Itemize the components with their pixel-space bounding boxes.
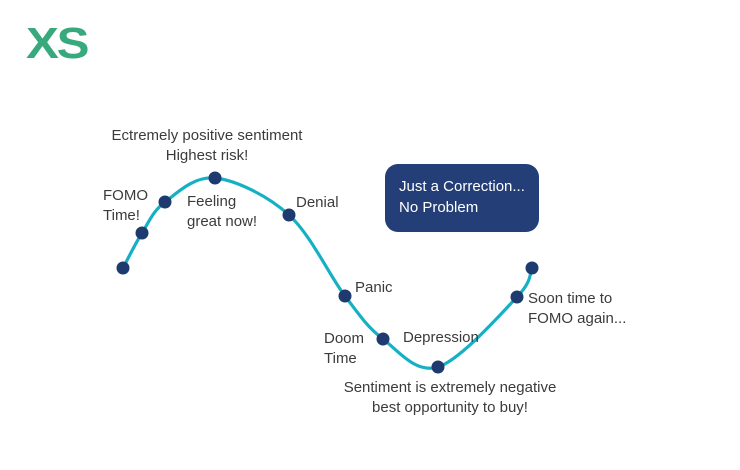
sentiment-point-dot [116,261,130,275]
label-feeling-great-now: Feeling great now! [187,193,258,230]
sentiment-point-dot [431,360,445,374]
label-fomo-time: FOMO Time! [103,187,148,224]
sentiment-point-dot [510,290,524,304]
label-extreme-negative-sentiment: Sentiment is extremely negative best opp… [343,379,557,416]
sentiment-point-dot [525,261,539,275]
label-depression: Depression [403,329,479,346]
correction-callout: Just a Correction... No Problem [385,164,539,232]
sentiment-point-dot [135,226,149,240]
label-denial: Denial [296,194,339,211]
label-panic: Panic [355,279,393,296]
label-doom-time: Doom Time [324,330,365,367]
sentiment-point-dot [338,289,352,303]
sentiment-curve-path [121,176,534,370]
label-extreme-positive-sentiment: Ectremely positive sentiment Highest ris… [111,127,303,164]
xs-logo: XS [26,19,89,68]
sentiment-point-dot [208,171,222,185]
sentiment-point-dot [376,332,390,346]
label-soon-fomo-again: Soon time to FOMO again... [528,290,627,327]
sentiment-point-dot [158,195,172,209]
sentiment-point-dot [282,208,296,222]
correction-callout-text: Just a Correction... No Problem [399,178,525,216]
